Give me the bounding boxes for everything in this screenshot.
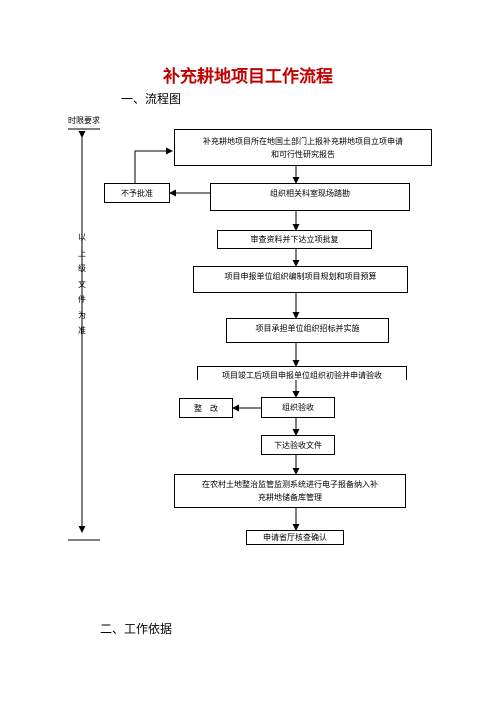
step-text-line: 补充耕地项目所在地国土部门上报补充耕地项目立项申请 — [203, 136, 403, 146]
step-text: 项目承担单位组织招标并实施 — [255, 324, 360, 333]
step-provincial-verification: 申请省厅核查确认 — [246, 530, 344, 545]
step-text: 组织相关科室现场踏勘 — [270, 189, 350, 198]
rectify-label: 整 改 — [194, 403, 218, 413]
step-electronic-filing: 在农村土地整治监管监测系统进行电子报备纳入补 充耕地储备库管理 — [174, 474, 406, 508]
step-planning-budget: 项目申报单位组织编制项目规划和项目预算 — [193, 266, 408, 293]
step-tender-implementation: 项目承担单位组织招标并实施 — [226, 318, 389, 343]
step-text-line: 在农村土地整治监管监测系统进行电子报备纳入补 — [202, 480, 378, 489]
step-text-line: 和可行性研究报告 — [271, 149, 335, 159]
step-text: 组织验收 — [282, 403, 314, 412]
page-title: 补充耕地项目工作流程 — [163, 67, 333, 87]
section-heading-basis: 二、工作依据 — [100, 622, 173, 636]
step-text: 下达验收文件 — [274, 440, 322, 450]
step-text: 项目竣工后项目申报单位组织初验并申请验收 — [222, 371, 382, 380]
step-project-application: 补充耕地项目所在地国土部门上报补充耕地项目立项申请 和可行性研究报告 — [174, 129, 432, 166]
section-heading-flowchart: 一、流程图 — [121, 92, 182, 106]
arrow-reject-to-s1 — [134, 147, 173, 183]
rectify-box: 整 改 — [179, 398, 233, 418]
step-text: 申请省厅核查确认 — [263, 533, 327, 542]
step-preliminary-acceptance: 项目竣工后项目申报单位组织初验并申请验收 — [197, 366, 407, 380]
step-text-line: 充耕地储备库管理 — [258, 493, 322, 502]
step-organize-acceptance: 组织验收 — [261, 397, 335, 418]
reject-box: 不予批准 — [104, 183, 170, 203]
step-issue-acceptance-docs: 下达验收文件 — [261, 435, 335, 455]
time-requirement-label: 时限要求 — [68, 116, 100, 125]
reject-label: 不予批准 — [121, 188, 153, 198]
step-text: 审查资料并下达立项批复 — [250, 235, 339, 244]
step-approval: 审查资料并下达立项批复 — [217, 230, 372, 249]
step-site-survey: 组织相关科室现场踏勘 — [210, 183, 410, 211]
step-text: 项目申报单位组织编制项目规划和项目预算 — [224, 272, 377, 281]
